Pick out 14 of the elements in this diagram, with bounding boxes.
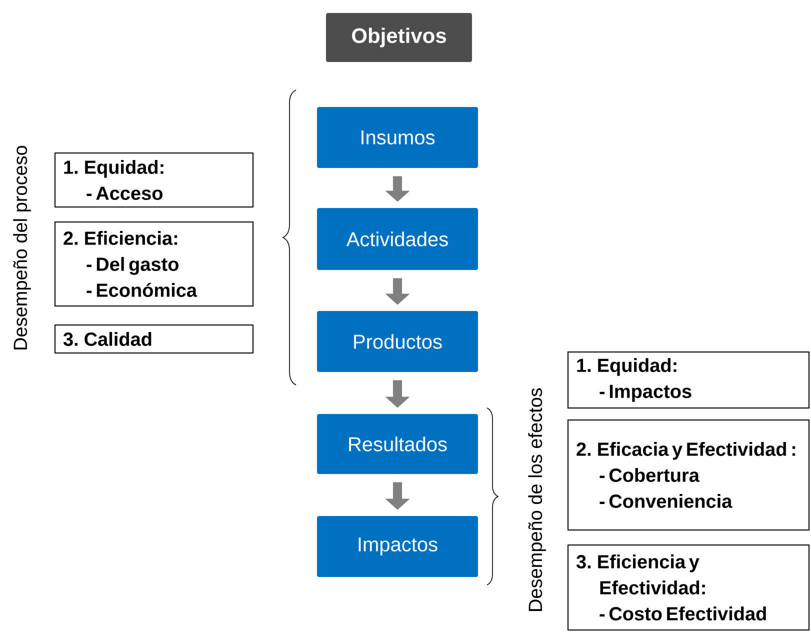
process-box: Impactos <box>317 516 478 577</box>
side-label: Desempeño del proceso <box>13 146 31 350</box>
process-box: Productos <box>317 311 478 372</box>
criteria-box: 3. Eficiencia y Efectividad: - Costo Efectividad <box>568 544 810 630</box>
process-box: Insumos <box>317 107 478 168</box>
side-label: Desempeño de los efectos <box>528 388 546 611</box>
process-box: Resultados <box>317 414 478 474</box>
process-box: Actividades <box>317 208 478 270</box>
criteria-box: 1. Equidad: - Impactos <box>568 352 810 408</box>
criteria-box: 1. Equidad: - Acceso <box>54 152 254 208</box>
title-box: Objetivos <box>326 13 472 62</box>
criteria-box: 2. Eficiencia: - Del gasto - Económica <box>54 222 254 306</box>
criteria-box: 2. Eficacia y Efectividad : - Cobertura - Conveniencia <box>568 420 810 530</box>
criteria-box: 3. Calidad <box>54 324 254 354</box>
